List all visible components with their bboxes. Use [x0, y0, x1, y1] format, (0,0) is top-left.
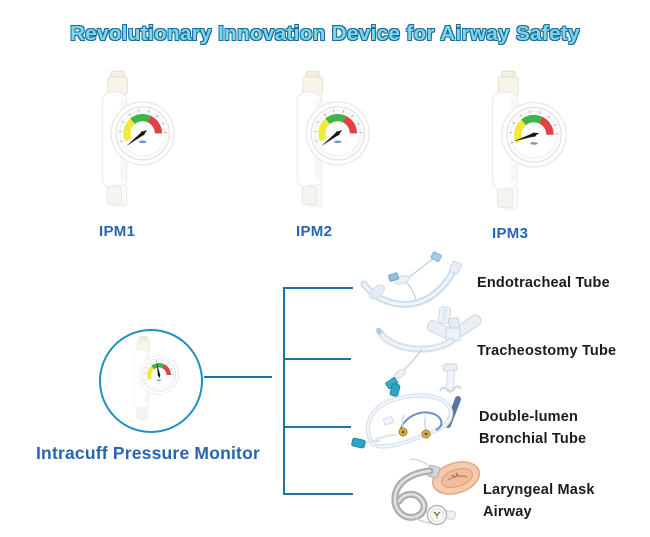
- label-double-lumen: Double-lumen Bronchial Tube: [479, 409, 587, 447]
- connector-line: [204, 376, 272, 378]
- bracket-vertical-line: [283, 287, 285, 495]
- label-laryngeal-mask: Laryngeal Mask Airway: [483, 482, 595, 520]
- bracket-branch-double-lumen: [284, 426, 351, 428]
- label-endotracheal-tube: Endotracheal Tube: [477, 275, 610, 291]
- ipm1-device-image: [101, 70, 175, 207]
- endotracheal-tube-image: [360, 251, 462, 324]
- double-lumen-tube-image: [351, 383, 462, 449]
- bracket-branch-tracheostomy: [284, 358, 351, 360]
- tracheostomy-tube-image: [376, 314, 482, 391]
- ipm2-device-image: [296, 70, 370, 207]
- intracuff-monitor-image: [133, 336, 179, 421]
- ipm3-label: IPM3: [492, 225, 529, 242]
- intracuff-monitor-label: Intracuff Pressure Monitor: [36, 443, 260, 463]
- ipm3-device-image: [491, 70, 567, 210]
- ipm2-label: IPM2: [296, 223, 333, 240]
- page-title: Revolutionary Innovation Device for Airw…: [70, 22, 580, 45]
- label-tracheostomy-tube: Tracheostomy Tube: [477, 343, 617, 359]
- monitor-highlight-circle: [99, 329, 203, 433]
- bracket-branch-endotracheal: [284, 287, 353, 289]
- ipm1-label: IPM1: [99, 223, 136, 240]
- bracket-branch-laryngeal-mask: [284, 493, 353, 495]
- laryngeal-mask-image: [391, 458, 481, 526]
